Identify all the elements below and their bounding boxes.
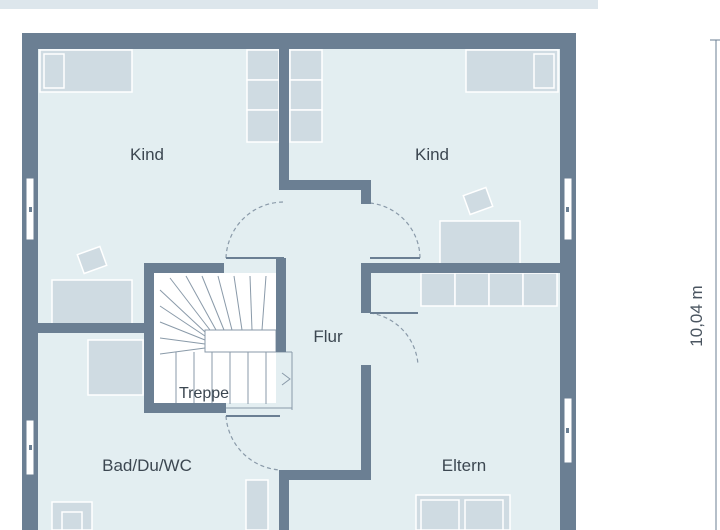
desk-kind-right — [439, 186, 521, 266]
door-leaves — [226, 257, 420, 417]
room-label-eltern: Eltern — [442, 456, 486, 475]
staircase — [154, 273, 293, 410]
bed-kind-left — [39, 49, 133, 93]
room-label-bad: Bad/Du/WC — [102, 456, 192, 475]
door-swings — [225, 201, 421, 471]
desk-kind-left — [51, 245, 133, 325]
room-label-kind-right: Kind — [415, 145, 449, 164]
bed-kind-right — [465, 49, 559, 93]
wardrobe-upper — [246, 49, 323, 143]
room-label-flur: Flur — [313, 327, 343, 346]
room-label-kind-left: Kind — [130, 145, 164, 164]
dimension-line — [710, 39, 720, 530]
bath-fixtures — [51, 339, 269, 530]
wardrobe-eltern — [420, 272, 558, 307]
dimension-label: 10,04 m — [687, 285, 706, 346]
header-bar — [0, 0, 598, 9]
room-label-treppe: Treppe — [179, 385, 229, 402]
window-marks — [29, 207, 569, 450]
bed-eltern — [415, 494, 511, 530]
